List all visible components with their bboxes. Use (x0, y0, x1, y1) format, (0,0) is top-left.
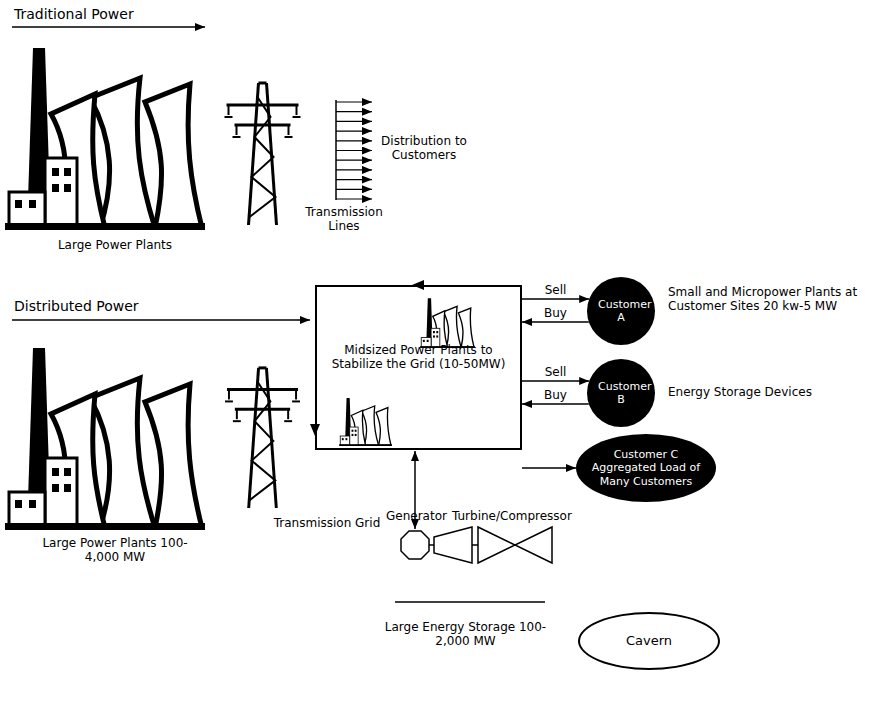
diagram-label: Large Energy Storage 100-2,000 MW (383, 620, 548, 649)
grid-box: Midsized Power Plants to Stabilize the G… (315, 285, 522, 450)
diagram-label: Turbine/Compressor (452, 509, 592, 523)
diagram-label: Distributed Power (14, 298, 214, 315)
node-text: Cavern (626, 633, 672, 649)
compressor-symbol (515, 527, 552, 563)
flow-connector (522, 380, 589, 382)
transmission-tower (225, 83, 301, 225)
power-plant (5, 348, 205, 530)
diagram-label: Transmission Grid (262, 516, 392, 530)
turbine-symbol (434, 527, 472, 563)
generator-symbol (401, 531, 429, 559)
ground-line (395, 601, 545, 603)
diagram-label: Traditional Power (14, 6, 214, 23)
distribution-arrow (336, 131, 372, 132)
flow-arrow (12, 319, 310, 321)
diagram-label: Large Power Plants (35, 238, 195, 252)
node-text: Midsized Power Plants to Stabilize the G… (331, 343, 506, 372)
edge-label: Sell (543, 283, 569, 297)
edge-label: Sell (543, 365, 569, 379)
distribution-arrow (336, 179, 372, 180)
edge-label: Buy (542, 306, 569, 320)
node-text: Customer A (598, 298, 644, 324)
transmission-tower (225, 368, 300, 508)
midsized-plant (420, 298, 475, 348)
distribution-arrow (336, 189, 372, 190)
distribution-arrow (336, 121, 372, 122)
flow-arrow (12, 26, 205, 28)
distribution-arrows (336, 100, 372, 200)
customer-circle: Customer BEnergy Storage Devices (587, 359, 655, 427)
diagram-label: Transmission Lines (294, 205, 394, 234)
distribution-arrow (336, 169, 372, 170)
power-plant (5, 48, 205, 230)
edge-label: Buy (542, 388, 569, 402)
flow-connector (522, 321, 589, 323)
distribution-arrow (336, 101, 372, 102)
node-caption: Energy Storage Devices (668, 385, 858, 399)
flow-connector (522, 298, 589, 300)
diagram-label: Large Power Plants 100-4,000 MW (35, 536, 195, 565)
flow-connector (522, 403, 589, 405)
distribution-arrow (336, 111, 372, 112)
distribution-arrow (336, 198, 372, 199)
customer-circle: Customer ASmall and Micropower Plants at… (587, 277, 655, 345)
midsized-plant (339, 398, 392, 446)
distribution-arrow (336, 150, 372, 151)
node-caption: Small and Micropower Plants at Customer … (668, 285, 858, 314)
flow-connector (522, 467, 576, 469)
node-text: Customer B (598, 380, 644, 406)
compressor-symbol (478, 527, 515, 563)
cavern-ellipse: Cavern (578, 612, 720, 670)
distribution-arrow (336, 160, 372, 161)
node-text: Customer C Aggregated Load of Many Custo… (587, 448, 705, 488)
shaft (472, 544, 478, 546)
customer-ellipse: Customer C Aggregated Load of Many Custo… (576, 434, 716, 502)
distribution-arrow (336, 140, 372, 141)
diagram-label: Distribution to Customers (378, 134, 470, 163)
